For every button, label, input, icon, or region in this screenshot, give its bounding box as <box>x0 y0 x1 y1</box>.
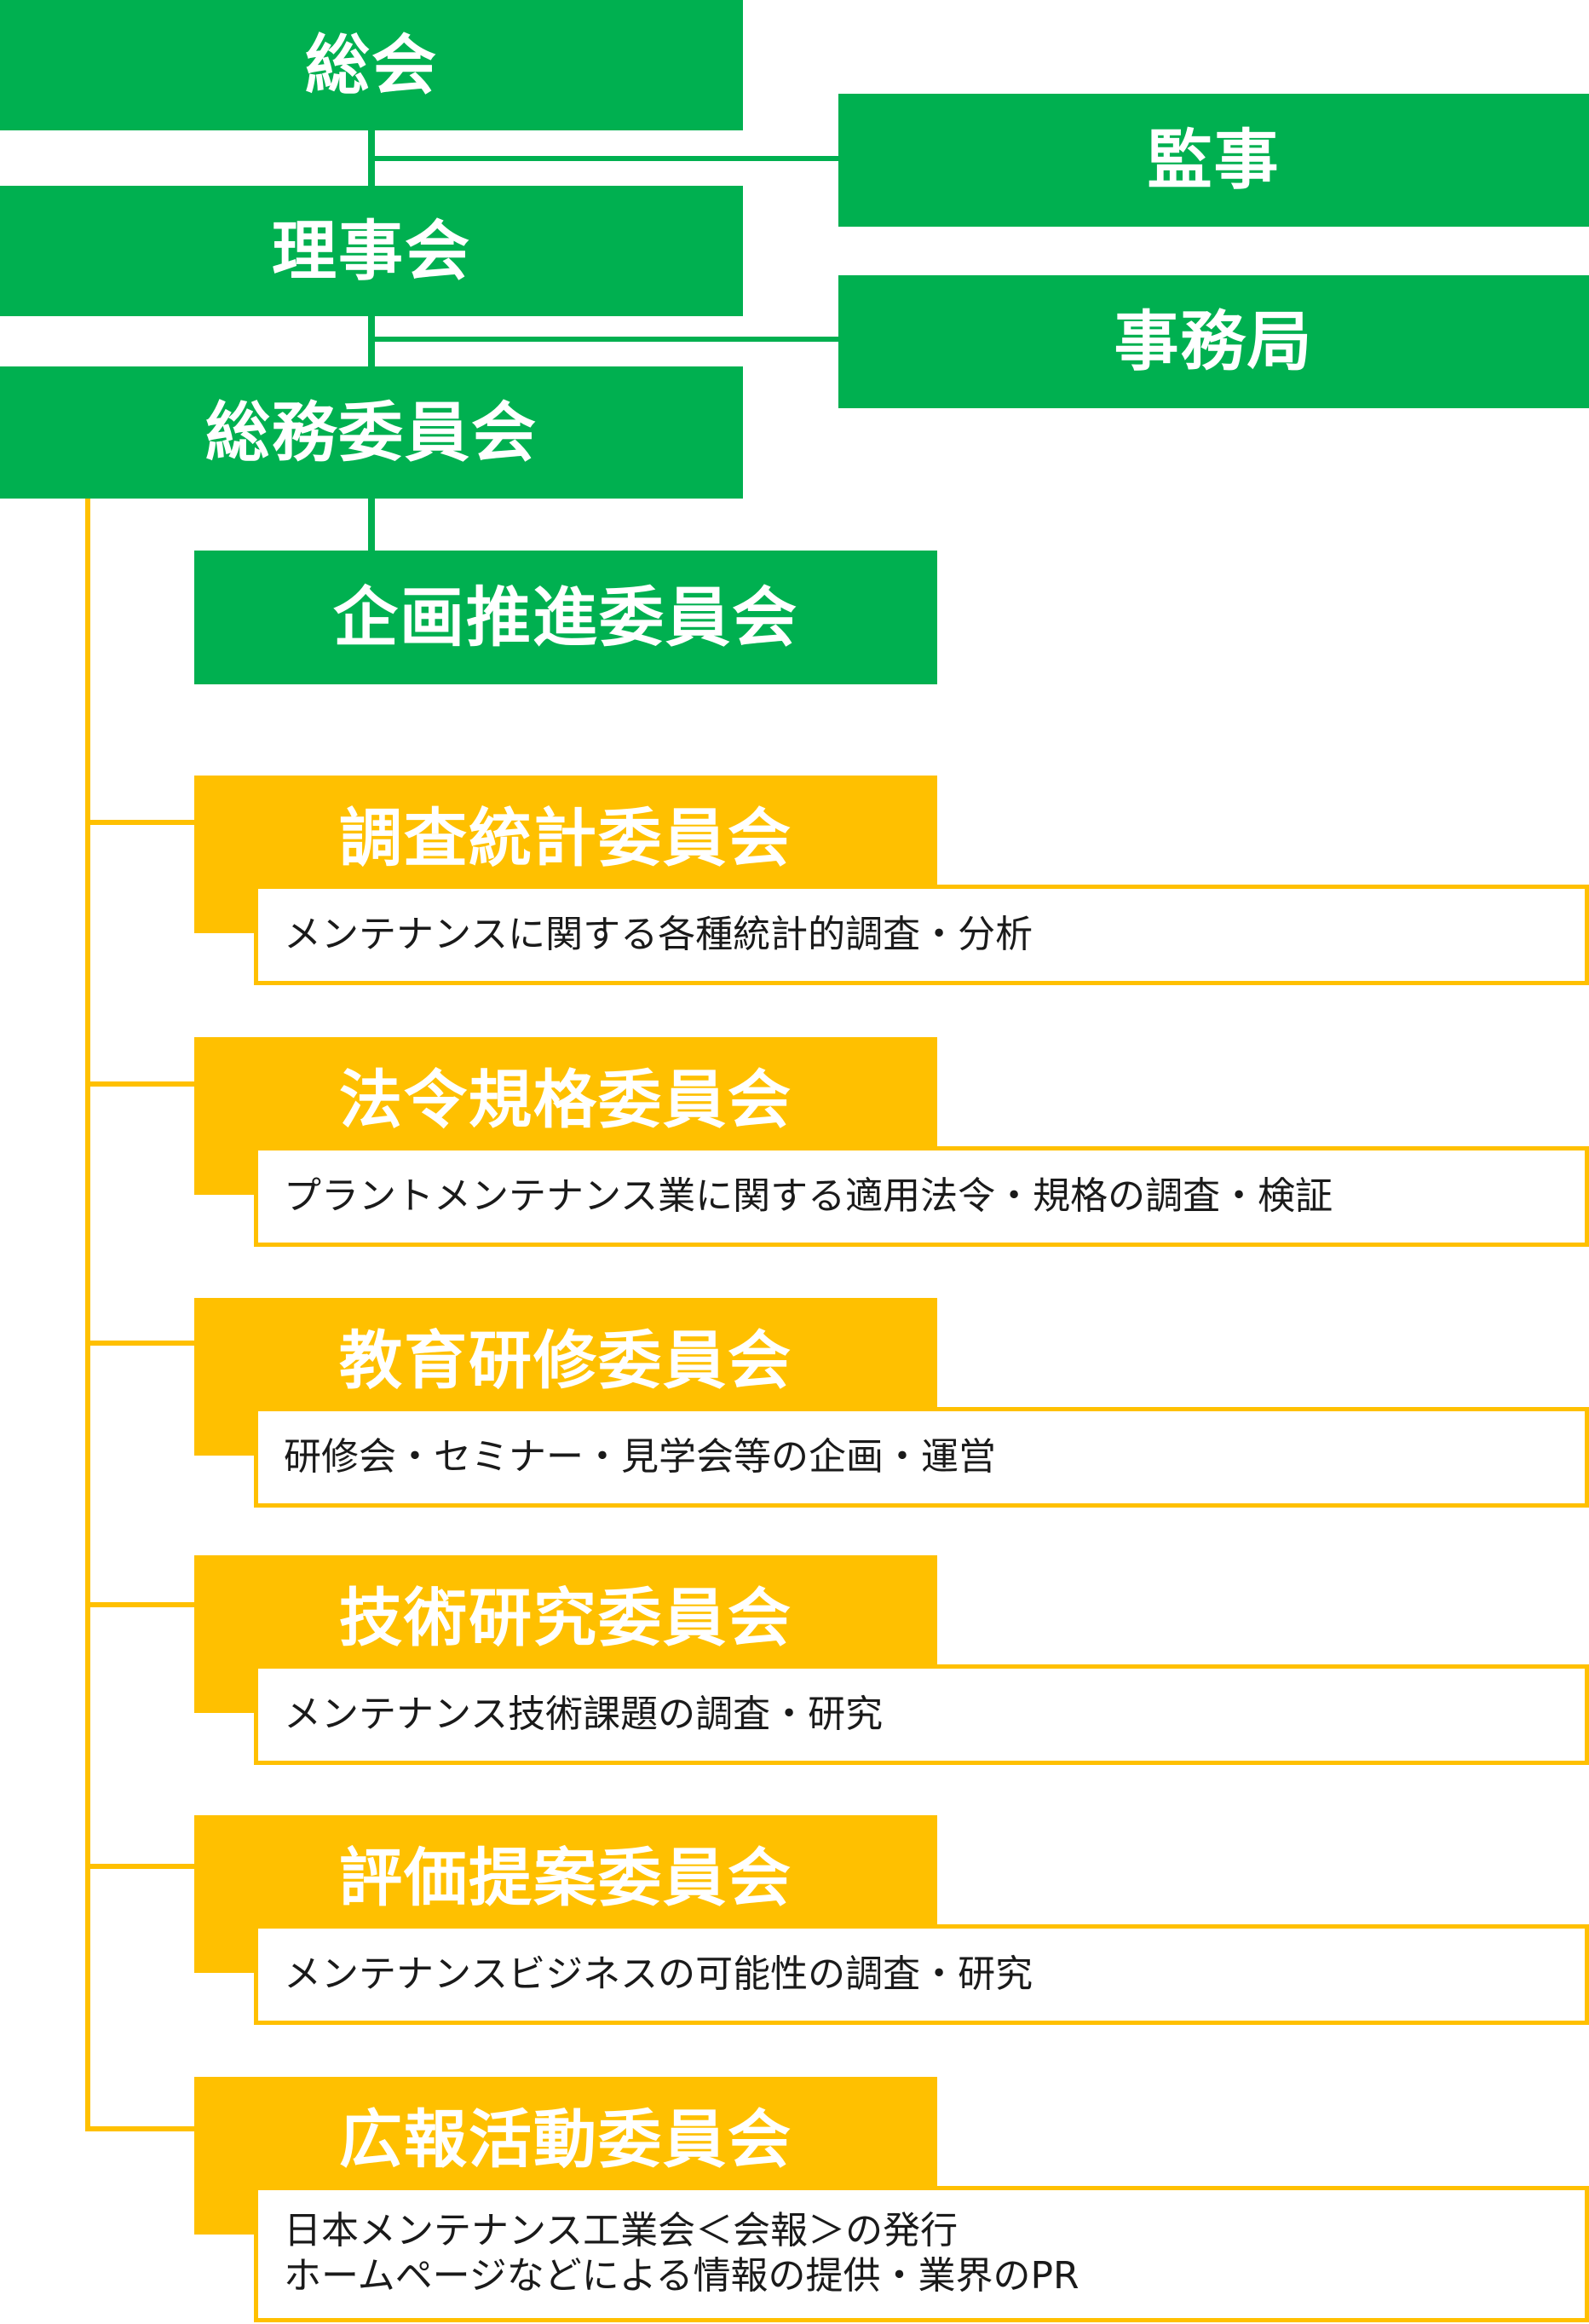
description-line: 研修会・セミナー・見学会等の企画・運営 <box>284 1434 996 1479</box>
connector-general-affairs-planning <box>368 496 375 552</box>
committee-description: プラントメンテナンス業に関する適用法令・規格の調査・検証 <box>254 1146 1589 1247</box>
committee-spine-line <box>85 496 90 2131</box>
description-line: メンテナンスに関する各種統計的調査・分析 <box>284 912 1033 956</box>
auditor-box: 監事 <box>838 94 1589 227</box>
committee-title: 技術研究委員会 <box>339 1582 792 1655</box>
branch-line-5 <box>85 1864 196 1869</box>
connector-to-auditor <box>368 156 838 161</box>
committee-laws-standards: 法令規格委員会 プラントメンテナンス業に関する適用法令・規格の調査・検証 <box>194 1037 1589 1293</box>
general-affairs-committee-box: 総務委員会 <box>0 366 743 499</box>
committee-title: 教育研修委員会 <box>339 1324 792 1398</box>
board-box: 理事会 <box>0 186 743 316</box>
committee-title: 法令規格委員会 <box>339 1064 792 1137</box>
committee-technical-research: 技術研究委員会 メンテナンス技術課題の調査・研究 <box>194 1555 1589 1811</box>
secretariat-box: 事務局 <box>838 275 1589 408</box>
connector-to-secretariat <box>368 337 838 342</box>
committee-description: 研修会・セミナー・見学会等の企画・運営 <box>254 1407 1589 1508</box>
committee-description: 日本メンテナンス工業会＜会報＞の発行 ホームページなどによる情報の提供・業界のP… <box>254 2186 1589 2322</box>
planning-committee-box: 企画推進委員会 <box>194 551 937 684</box>
committee-title: 調査統計委員会 <box>339 802 792 875</box>
committee-title: 評価提案委員会 <box>339 1842 792 1915</box>
committee-public-relations: 広報活動委員会 日本メンテナンス工業会＜会報＞の発行 ホームページなどによる情報… <box>194 2077 1589 2324</box>
committee-description: メンテナンスビジネスの可能性の調査・研究 <box>254 1924 1589 2025</box>
description-line: 日本メンテナンス工業会＜会報＞の発行 <box>284 2209 959 2253</box>
description-line: プラントメンテナンス業に関する適用法令・規格の調査・検証 <box>284 1174 1333 1218</box>
general-assembly-box: 総会 <box>0 0 743 130</box>
description-line: メンテナンスビジネスの可能性の調査・研究 <box>284 1952 1033 1996</box>
branch-line-1 <box>85 820 196 825</box>
branch-line-4 <box>85 1602 196 1607</box>
committee-description: メンテナンス技術課題の調査・研究 <box>254 1664 1589 1765</box>
branch-line-2 <box>85 1081 196 1087</box>
connector-board-general-affairs <box>368 315 375 371</box>
branch-line-6 <box>85 2126 196 2131</box>
branch-line-3 <box>85 1341 196 1346</box>
description-line: ホームページなどによる情報の提供・業界のPR <box>284 2254 1079 2298</box>
committee-description: メンテナンスに関する各種統計的調査・分析 <box>254 885 1589 985</box>
committee-education-training: 教育研修委員会 研修会・セミナー・見学会等の企画・運営 <box>194 1298 1589 1554</box>
committee-title: 広報活動委員会 <box>339 2103 792 2177</box>
committee-survey-statistics: 調査統計委員会 メンテナンスに関する各種統計的調査・分析 <box>194 776 1589 1031</box>
description-line: メンテナンス技術課題の調査・研究 <box>284 1692 884 1736</box>
committee-evaluation-proposal: 評価提案委員会 メンテナンスビジネスの可能性の調査・研究 <box>194 1815 1589 2071</box>
